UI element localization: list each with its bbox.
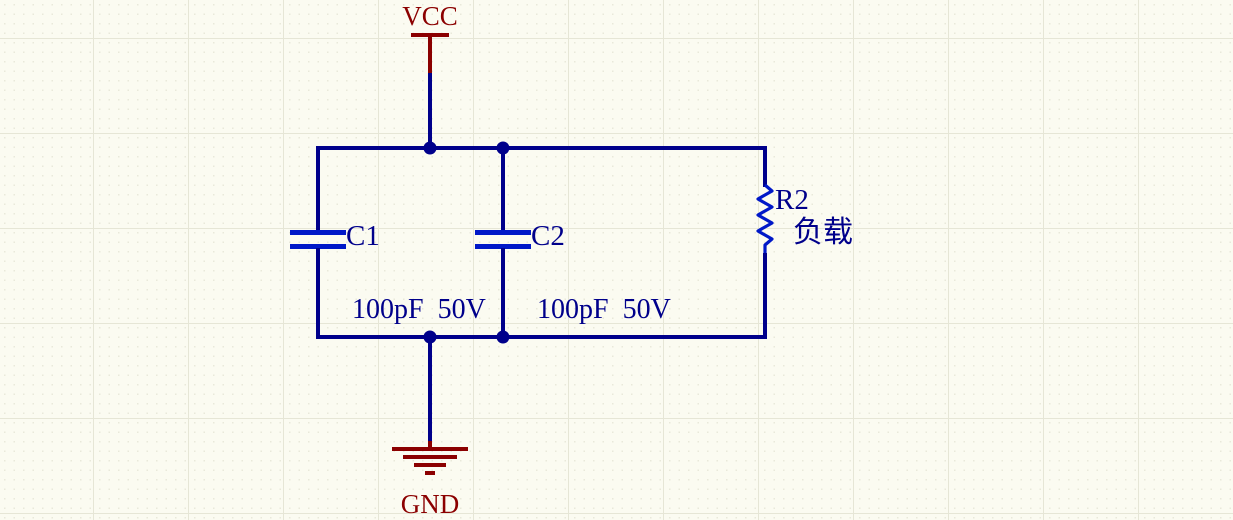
c1-bottom-plate[interactable] (290, 244, 346, 249)
c1-bottom-lead[interactable] (316, 248, 320, 335)
c2-bottom-plate[interactable] (475, 244, 531, 249)
junction-dot-top-left (423, 141, 437, 155)
c2-value-label[interactable]: 100pF 50V (537, 294, 671, 325)
r2-ref-label[interactable]: R2 (775, 184, 809, 216)
gnd-bar-3 (414, 463, 446, 467)
junction-dot-bottom-right (496, 330, 510, 344)
wire-bottom-rail[interactable] (316, 335, 767, 339)
r2-value-label[interactable]: 负载 (793, 216, 853, 249)
wire-top-rail[interactable] (316, 146, 767, 150)
wire-rail-to-gnd[interactable] (428, 339, 432, 441)
c1-top-plate[interactable] (290, 230, 346, 235)
gnd-bar-4 (425, 471, 435, 475)
junction-dot-bottom-left (423, 330, 437, 344)
r2-top-lead[interactable] (763, 150, 767, 187)
gnd-label[interactable]: GND (400, 489, 460, 519)
wire-vcc-to-rail[interactable] (428, 73, 432, 150)
c2-bottom-lead[interactable] (501, 248, 505, 335)
c1-ref-label[interactable]: C1 (346, 220, 380, 252)
junction-dot-top-right (496, 141, 510, 155)
vcc-symbol-stem[interactable] (428, 35, 432, 75)
r2-bottom-lead[interactable] (763, 253, 767, 335)
c1-value-label[interactable]: 100pF 50V (352, 294, 486, 325)
c2-ref-label[interactable]: C2 (531, 220, 565, 252)
vcc-label[interactable]: VCC (402, 1, 458, 31)
gnd-bar-1 (392, 447, 468, 451)
gnd-bar-2 (403, 455, 457, 459)
c1-top-lead[interactable] (316, 150, 320, 231)
gnd-symbol-stem[interactable] (428, 441, 432, 449)
r2-zigzag[interactable] (751, 183, 779, 255)
c2-top-lead[interactable] (501, 150, 505, 231)
c2-top-plate[interactable] (475, 230, 531, 235)
